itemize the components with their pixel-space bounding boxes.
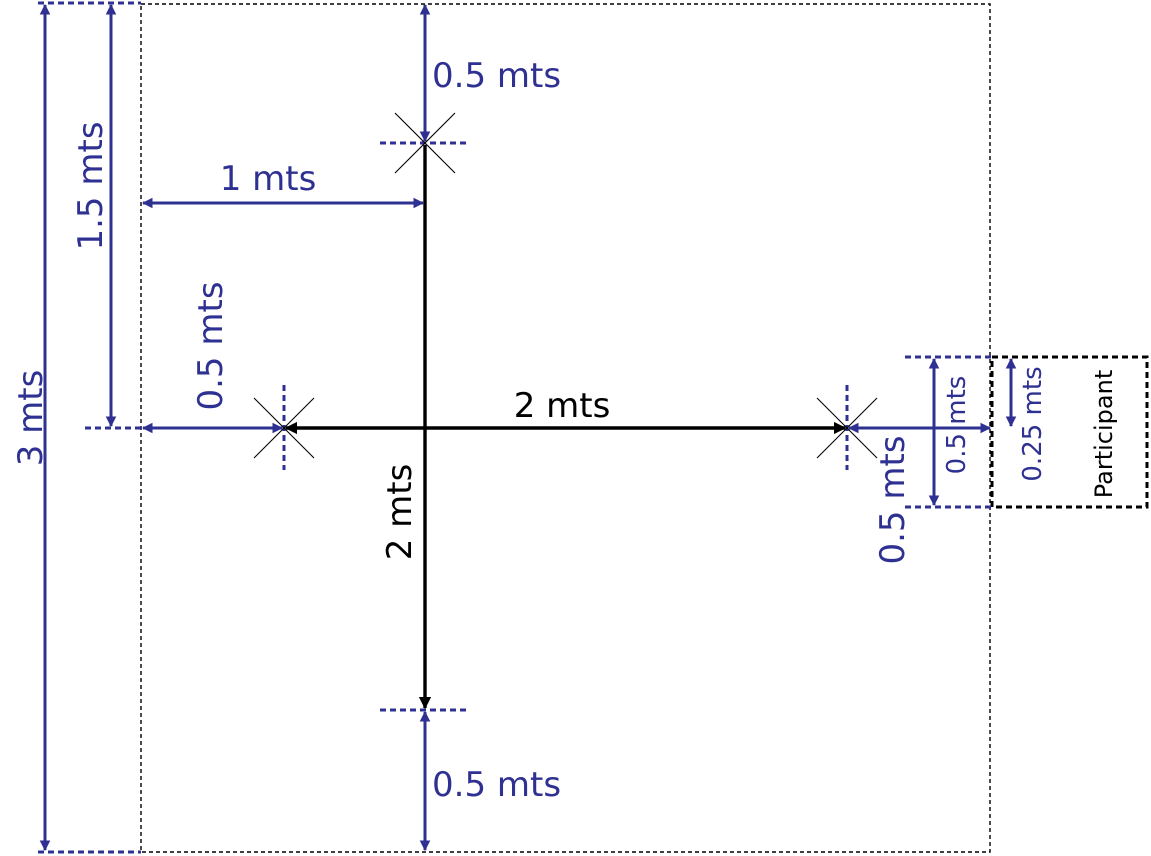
left-mark-gap-label: 0.5 mts — [191, 281, 231, 410]
right-x-marker — [816, 397, 878, 459]
upper-offset-label: 1.5 mts — [71, 121, 111, 250]
left-offset-label: 1 mts — [220, 159, 317, 199]
participant-box — [990, 355, 1149, 509]
total-height-label: 3 mts — [11, 370, 51, 467]
bottom-gap-label: 0.5 mts — [432, 765, 561, 805]
top-gap-label: 0.5 mts — [432, 56, 561, 96]
vertical-length-label: 2 mts — [380, 464, 420, 561]
participant-height-label: 0.5 mts — [942, 376, 972, 475]
participant-label: Participant — [1090, 370, 1118, 498]
left-x-marker — [253, 397, 315, 459]
horizontal-length-label: 2 mts — [514, 386, 611, 426]
upper-x-marker — [394, 112, 456, 174]
right-gap-label: 0.5 mts — [873, 435, 913, 564]
participant-half-label: 0.25 mts — [1018, 366, 1048, 481]
